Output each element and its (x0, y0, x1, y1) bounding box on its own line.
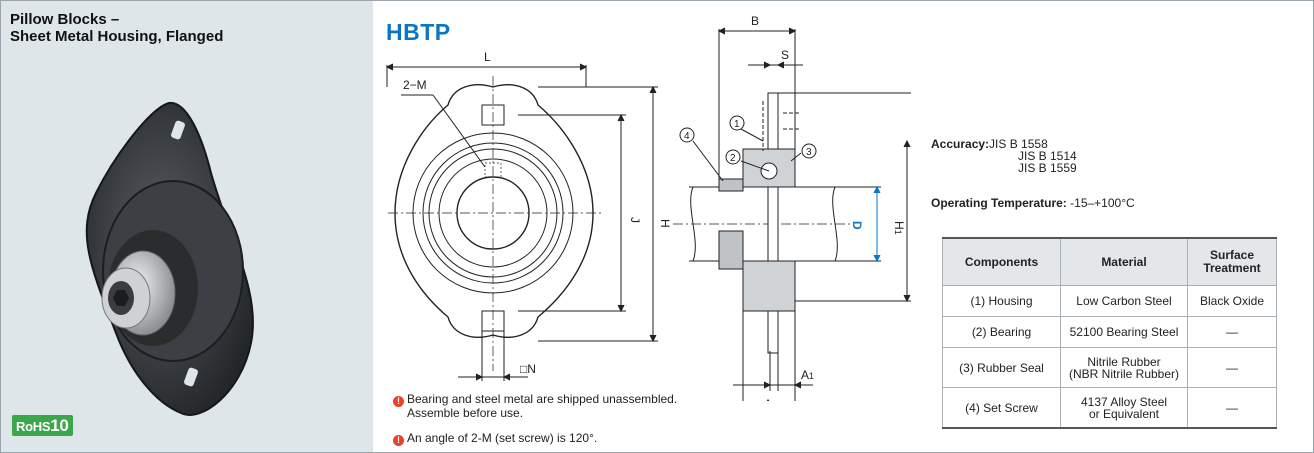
header-material: Material (1060, 237, 1188, 286)
product-title-line-1: Pillow Blocks – (10, 11, 120, 28)
accuracy-value-1: JIS B 1558 (989, 137, 1048, 151)
cell-component: (2) Bearing (942, 316, 1061, 348)
dim-H1-label: H1 (892, 221, 906, 235)
cell-component: (1) Housing (942, 285, 1061, 317)
side-collar-lower (718, 230, 744, 270)
side-housing-bottom (742, 260, 796, 312)
rohs-badge: RoHS10 (12, 415, 73, 436)
dim-L-label: L (484, 50, 491, 64)
front-set-screw (484, 162, 502, 178)
cell-component: (4) Set Screw (942, 387, 1061, 429)
product-photo (85, 101, 254, 416)
cell-treatment: — (1187, 387, 1277, 429)
accuracy-spec: Accuracy:JIS B 1558 JIS B 1514 JIS B 155… (931, 138, 1077, 174)
product-title: Pillow Blocks – Sheet Metal Housing, Fla… (10, 11, 223, 45)
dim-B-label: B (751, 14, 759, 28)
callout-3 (801, 143, 817, 159)
cell-material: Nitrile Rubber(NBR Nitrile Rubber) (1060, 347, 1188, 388)
dim-J-label: J (628, 217, 642, 223)
table-row: (3) Rubber Seal Nitrile Rubber(NBR Nitri… (942, 347, 1277, 388)
operating-temperature: Operating Temperature: -15–+100°C (931, 196, 1135, 210)
callout-2 (725, 149, 741, 165)
material-line-2: or Equivalent (1088, 406, 1160, 421)
hex-socket (113, 290, 129, 306)
series-name: HBTP (386, 19, 451, 45)
dim-A-label: A (764, 397, 772, 401)
cell-treatment: — (1187, 316, 1277, 348)
cell-material: 52100 Bearing Steel (1060, 316, 1188, 348)
side-collar (718, 178, 744, 192)
callout-2-label: 2 (730, 153, 736, 164)
table-header-row: Components Material Surface Treatment (942, 237, 1277, 286)
callout-1-label: 1 (734, 119, 740, 130)
op-temp-label: Operating Temperature: (931, 196, 1067, 210)
callout-3-label: 3 (806, 147, 812, 158)
header-surface-treatment: Surface Treatment (1187, 237, 1277, 286)
dim-H-label: H (658, 219, 672, 228)
dim-A1-label: A1 (801, 368, 814, 382)
callout-4 (679, 127, 695, 143)
note-2-text: An angle of 2-M (set screw) is 120°. (407, 431, 598, 445)
callout-1 (729, 115, 745, 131)
cell-treatment: Black Oxide (1187, 285, 1277, 317)
callout-4-label: 4 (684, 131, 690, 142)
op-temp-value: -15–+100°C (1066, 196, 1135, 210)
rohs-label: RoHS (16, 419, 51, 434)
dim-D-label: D (850, 221, 864, 230)
top-slot (171, 120, 185, 140)
product-panel: Pillow Blocks – Sheet Metal Housing, Fla… (1, 1, 373, 452)
table-row: (1) Housing Low Carbon Steel Black Oxide (942, 285, 1277, 317)
header-components: Components (942, 237, 1061, 286)
material-line-1: Nitrile Rubber (1087, 354, 1161, 369)
accuracy-value-3: JIS B 1559 (1018, 161, 1077, 175)
note-unassembled: !Bearing and steel metal are shipped una… (393, 393, 677, 420)
side-view (673, 27, 911, 401)
side-flange-plate (767, 92, 779, 354)
warning-icon: ! (393, 396, 404, 407)
cell-component: (3) Rubber Seal (942, 347, 1061, 388)
product-title-line-2: Sheet Metal Housing, Flanged (10, 28, 224, 45)
warning-icon: ! (393, 435, 404, 446)
accuracy-label: Accuracy: (931, 137, 990, 151)
cell-treatment: — (1187, 347, 1277, 388)
front-view (385, 63, 658, 381)
note-1-line-1: Bearing and steel metal are shipped unas… (407, 392, 678, 406)
material-line-1: 4137 Alloy Steel (1080, 394, 1168, 409)
cell-material: Low Carbon Steel (1060, 285, 1188, 317)
note-1-line-2: Assemble before use. (407, 406, 524, 420)
dim-2M-label: 2−M (403, 78, 427, 92)
accuracy-value-2: JIS B 1514 (1018, 149, 1077, 163)
bottom-slot (184, 367, 198, 387)
table-row: (2) Bearing 52100 Bearing Steel — (942, 316, 1277, 348)
dim-S-label: S (781, 48, 789, 62)
dim-N-label: □N (520, 362, 536, 376)
material-line-2: (NBR Nitrile Rubber) (1068, 366, 1180, 381)
rohs-number: 10 (50, 416, 69, 435)
note-set-screw-angle: !An angle of 2-M (set screw) is 120°. (393, 432, 597, 446)
components-table: Components Material Surface Treatment (1… (942, 237, 1277, 429)
technical-drawing: L 2−M J H □N B S D H1 A A1 1 2 3 4 (385, 14, 911, 401)
